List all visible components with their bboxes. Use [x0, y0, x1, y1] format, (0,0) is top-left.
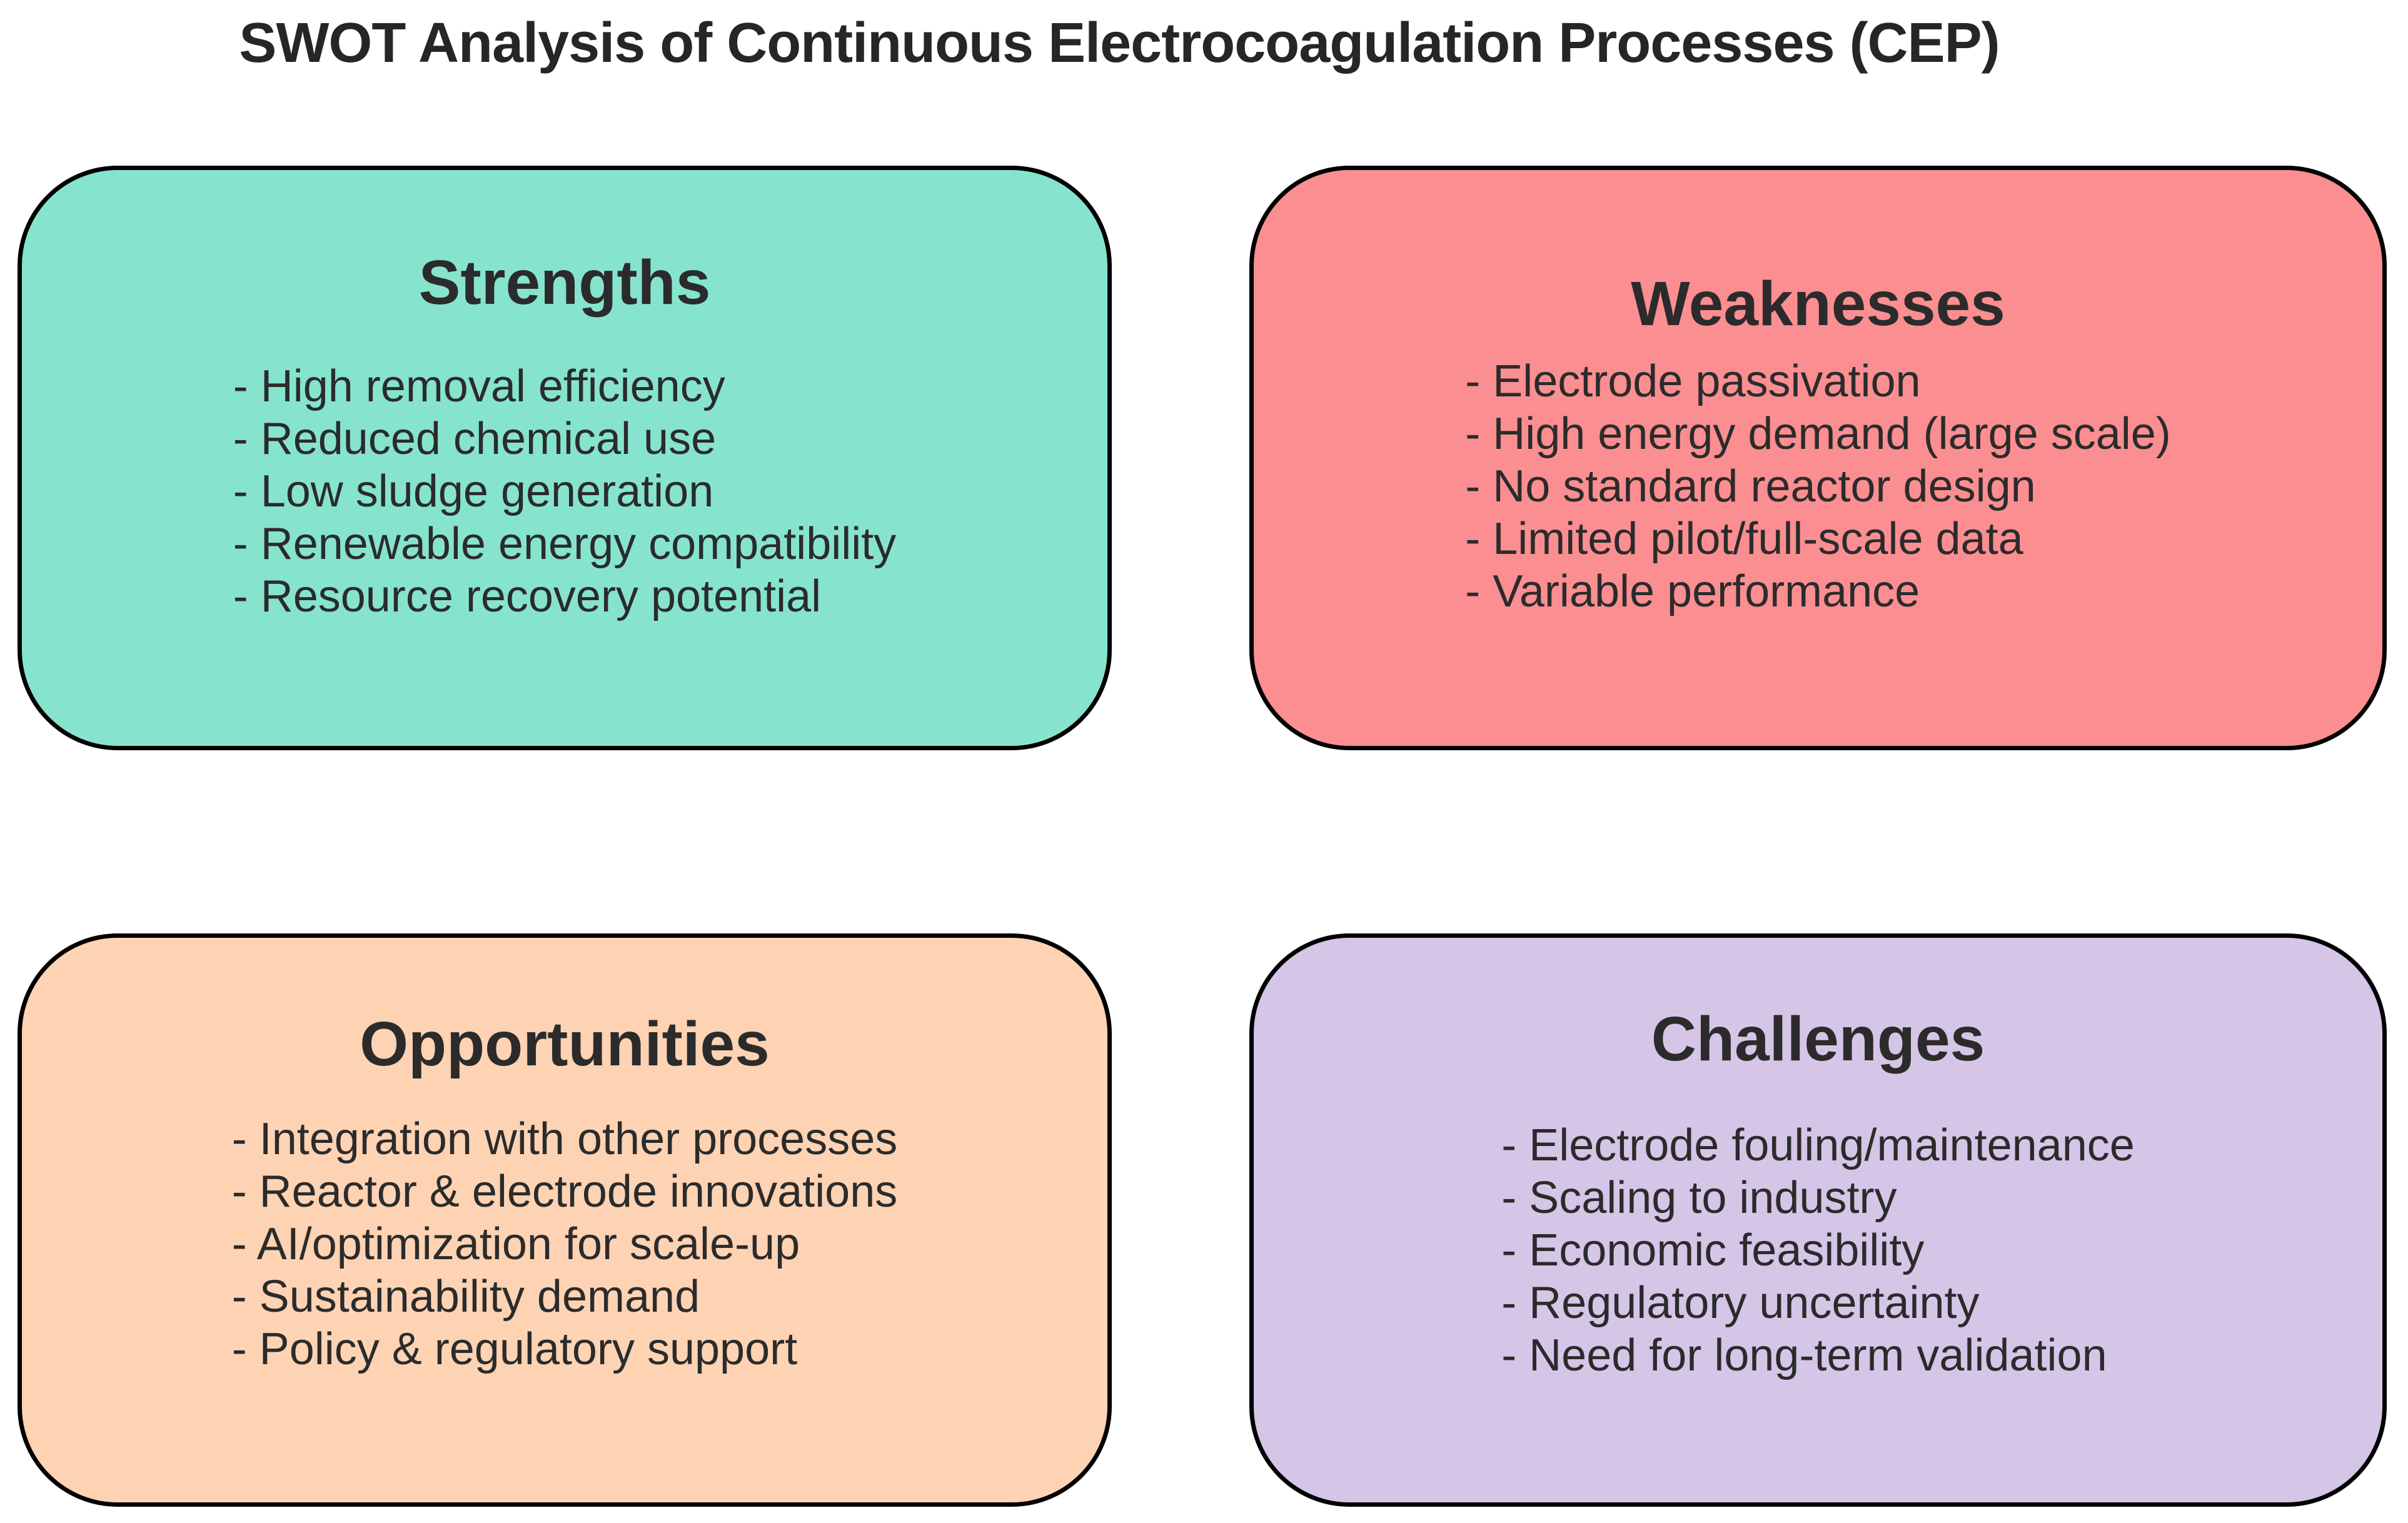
weaknesses-list: - Electrode passivation - High energy de… [1465, 355, 2171, 618]
list-item: - Reduced chemical use [233, 414, 717, 464]
challenges-list: - Electrode fouling/maintenance - Scalin… [1501, 1119, 2135, 1382]
list-item: - Low sludge generation [233, 466, 714, 516]
challenges-heading: Challenges [1651, 1004, 1985, 1074]
list-item: - Electrode fouling/maintenance [1501, 1120, 2135, 1170]
list-item: - Economic feasibility [1501, 1225, 1925, 1275]
strengths-quadrant: Strengths - High removal efficiency - Re… [18, 166, 1112, 750]
list-item: - Reactor & electrode innovations [231, 1167, 898, 1217]
weaknesses-heading: Weaknesses [1631, 269, 2005, 339]
challenges-quadrant: Challenges - Electrode fouling/maintenan… [1249, 933, 2387, 1507]
strengths-heading: Strengths [418, 248, 711, 318]
page-title: SWOT Analysis of Continuous Electrocoagu… [239, 12, 2000, 74]
list-item: - High energy demand (large scale) [1465, 409, 2171, 459]
list-item: - Resource recovery potential [233, 571, 822, 621]
list-item: - Integration with other processes [231, 1114, 898, 1164]
list-item: - Sustainability demand [231, 1272, 700, 1322]
list-item: - Policy & regulatory support [231, 1324, 798, 1374]
list-item: - High removal efficiency [233, 361, 725, 411]
strengths-list: - High removal efficiency - Reduced chem… [233, 360, 897, 623]
list-item: - Renewable energy compatibility [233, 519, 897, 569]
list-item: - Need for long-term validation [1501, 1330, 2107, 1380]
weaknesses-quadrant: Weaknesses - Electrode passivation - Hig… [1249, 166, 2387, 750]
list-item: - AI/optimization for scale-up [231, 1219, 800, 1269]
list-item: - Variable performance [1465, 566, 1920, 616]
list-item: - Scaling to industry [1501, 1173, 1897, 1223]
list-item: - No standard reactor design [1465, 461, 2036, 511]
opportunities-heading: Opportunities [360, 1009, 770, 1079]
list-item: - Regulatory uncertainty [1501, 1278, 1980, 1328]
opportunities-quadrant: Opportunities - Integration with other p… [18, 933, 1112, 1507]
list-item: - Electrode passivation [1465, 356, 1921, 406]
opportunities-list: - Integration with other processes - Rea… [232, 1113, 898, 1375]
list-item: - Limited pilot/full-scale data [1465, 514, 2023, 564]
